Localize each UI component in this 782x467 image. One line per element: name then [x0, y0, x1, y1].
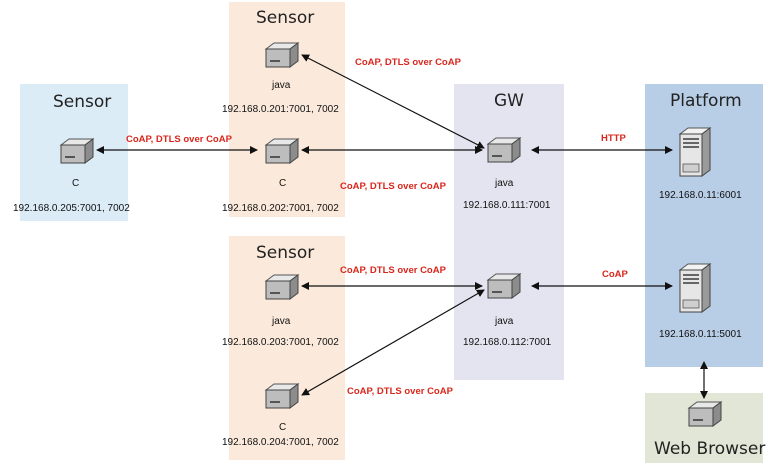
- ip-java-top: 192.168.0.201:7001, 7002: [222, 104, 339, 115]
- ip-server2: 192.168.0.11:5001: [659, 329, 742, 340]
- node-label-java-top: java: [272, 80, 291, 91]
- device-icon: [264, 42, 300, 68]
- device-icon: [264, 383, 300, 409]
- protocol-label-c-top: CoAP, DTLS over CoAP: [340, 181, 446, 192]
- ip-gw2: 192.168.0.112:7001: [463, 337, 552, 348]
- gateway-device-icon: [486, 273, 522, 299]
- ip-c-left: 192.168.0.205:7001, 7002: [13, 203, 130, 214]
- protocol-label-http: HTTP: [601, 133, 626, 144]
- protocol-label-left: CoAP, DTLS over CoAP: [126, 134, 232, 145]
- node-label-c-bottom: C: [279, 422, 287, 433]
- device-icon: [264, 138, 300, 164]
- gateway-device-icon: [486, 137, 522, 163]
- node-label-c-top: C: [279, 178, 287, 189]
- sensor-left-title: Sensor: [53, 92, 112, 112]
- browser-title: Web Browser: [654, 439, 766, 459]
- ip-java-bottom: 192.168.0.203:7001, 7002: [222, 337, 339, 348]
- node-label-java-bottom: java: [272, 316, 291, 327]
- node-label-gw2: java: [495, 316, 514, 327]
- arrow-java-top-to-gw1: [301, 54, 485, 149]
- protocol-label-coap: CoAP: [602, 269, 628, 280]
- ip-gw1: 192.168.0.111:7001: [463, 200, 551, 211]
- protocol-label-c-bottom: CoAP, DTLS over CoAP: [347, 386, 453, 397]
- node-label-c-left: C: [72, 178, 80, 189]
- protocol-label-java-top: CoAP, DTLS over CoAP: [355, 57, 461, 68]
- ip-server1: 192.168.0.11:6001: [659, 190, 742, 201]
- server-icon: [678, 263, 712, 313]
- browser-device-icon: [687, 401, 723, 427]
- device-icon: [264, 274, 300, 300]
- sensor-bottom-title: Sensor: [256, 243, 315, 263]
- device-icon: [59, 138, 95, 164]
- gw-title: GW: [494, 91, 524, 111]
- protocol-label-java-bottom: CoAP, DTLS over CoAP: [340, 265, 446, 276]
- server-icon: [678, 127, 712, 177]
- ip-c-top: 192.168.0.202:7001, 7002: [222, 203, 339, 214]
- platform-title: Platform: [670, 91, 742, 111]
- arrow-c-bottom-to-gw2: [301, 289, 485, 396]
- ip-c-bottom: 192.168.0.204:7001, 7002: [222, 437, 339, 448]
- node-label-gw1: java: [495, 178, 514, 189]
- sensor-top-title: Sensor: [256, 8, 315, 28]
